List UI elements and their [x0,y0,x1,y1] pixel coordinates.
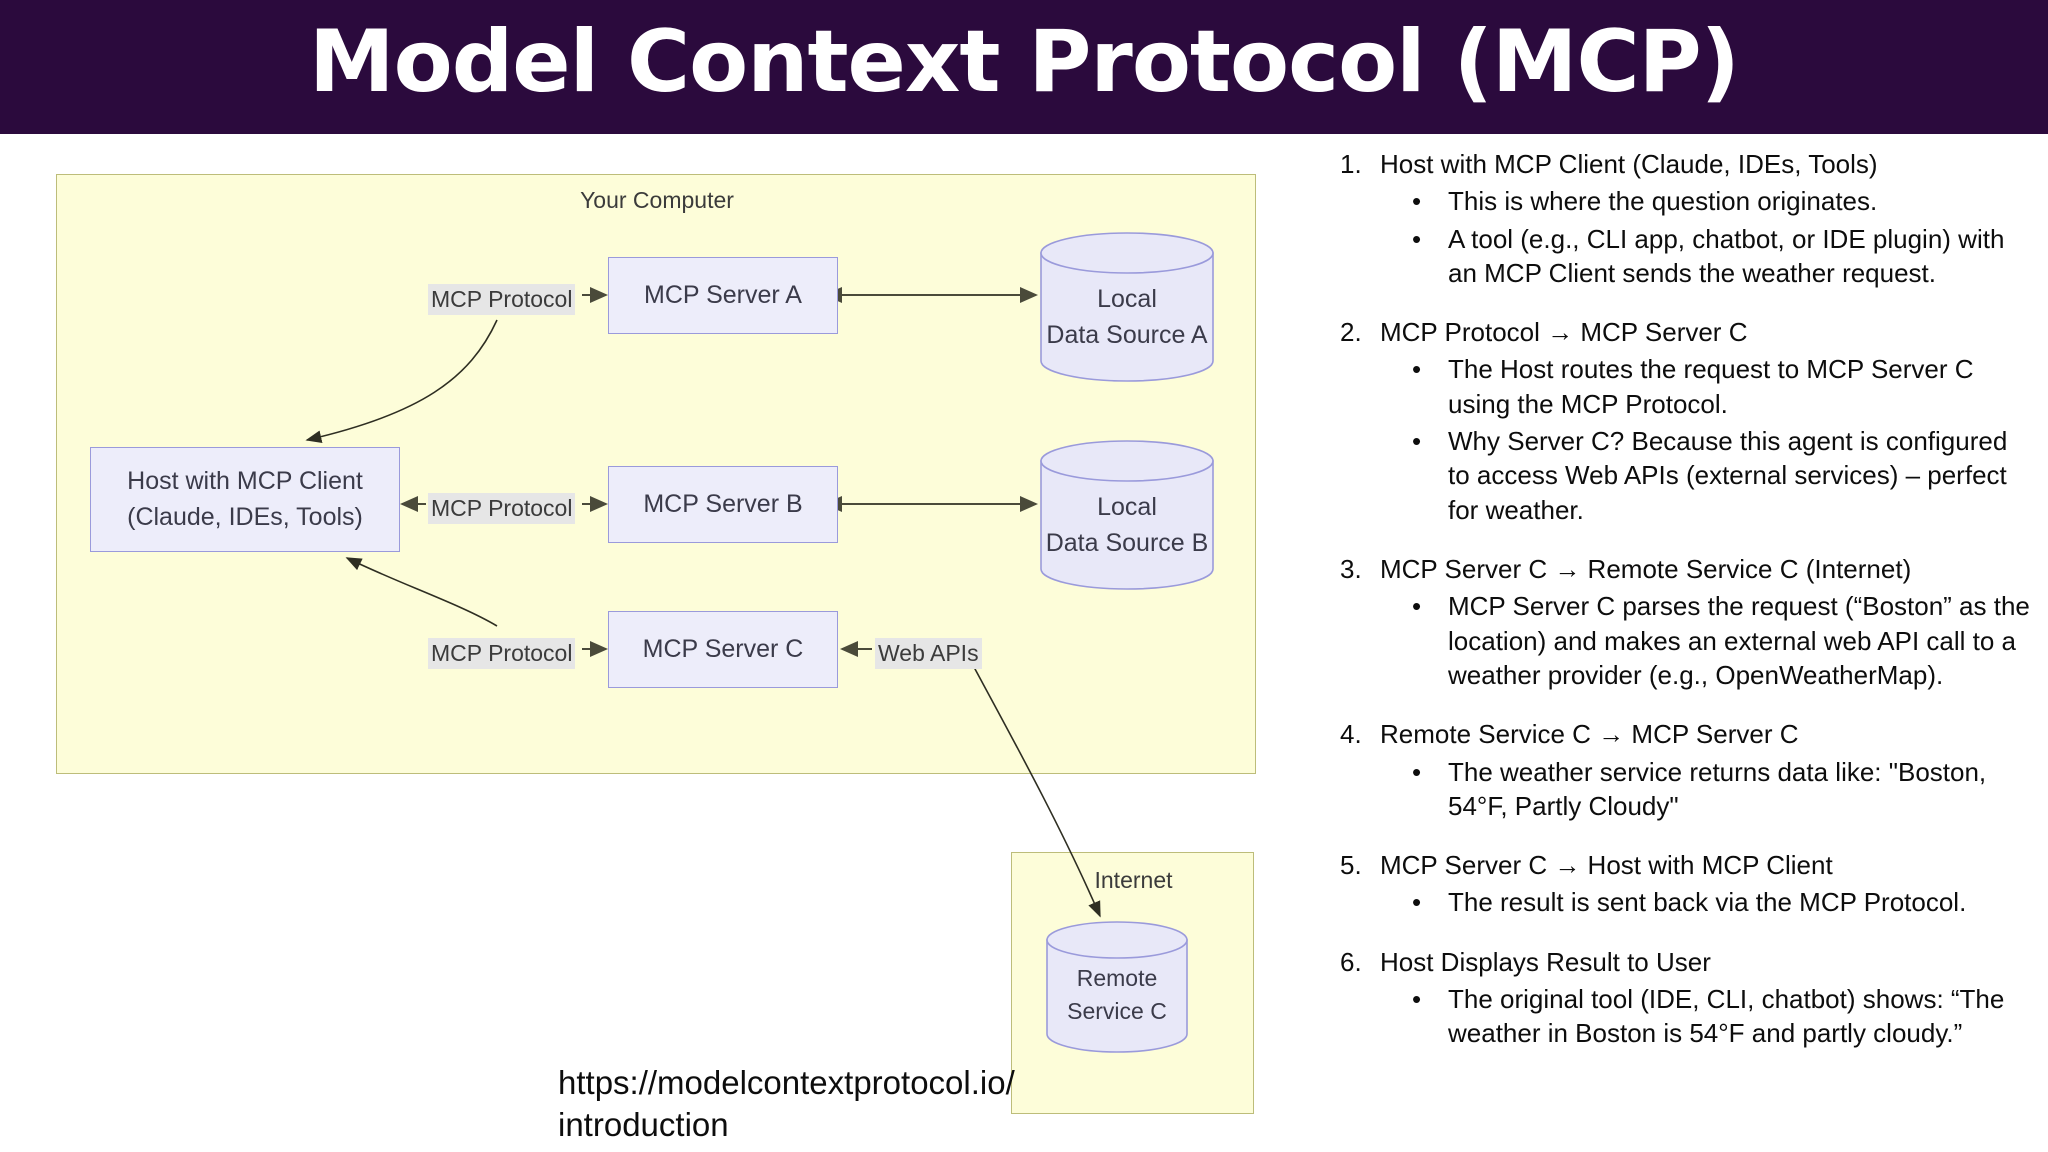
step-bullets: • The original tool (IDE, CLI, chatbot) … [1340,982,2030,1051]
step-number: 3. [1340,554,1362,585]
server-a-label: MCP Server A [644,280,802,309]
step-heading: 6. Host Displays Result to User [1340,946,2030,979]
step-item: 4. Remote Service C → MCP Server C • The… [1340,718,2030,823]
step-bullets: • The Host routes the request to MCP Ser… [1340,352,2030,527]
server-b-label: MCP Server B [643,489,803,518]
bullet-text: This is where the question originates. [1448,186,1878,217]
node-remote-service-c[interactable]: Remote Service C [1044,920,1190,1054]
step-title: Host Displays Result to User [1380,946,1711,977]
step-heading: 2. MCP Protocol → MCP Server C [1340,316,2030,349]
step-item: 5. MCP Server C → Host with MCP Client •… [1340,849,2030,920]
step-title: MCP Server C → Remote Service C (Interne… [1380,554,1912,585]
edge-label-web-apis: Web APIs [875,638,982,669]
data-source-a-line-1: Local [1097,285,1157,313]
cylinder-shape-icon [1040,440,1214,590]
bullet-item: • A tool (e.g., CLI app, chatbot, or IDE… [1340,222,2030,291]
bullet-item: • The Host routes the request to MCP Ser… [1340,352,2030,421]
bullet-dot-icon: • [1412,887,1422,918]
step-item: 6. Host Displays Result to User • The or… [1340,946,2030,1051]
remote-service-c-line-1: Remote [1076,965,1158,991]
server-c-label: MCP Server C [642,634,804,663]
bullet-text: The original tool (IDE, CLI, chatbot) sh… [1448,983,2005,1049]
bullet-item: • The result is sent back via the MCP Pr… [1340,885,2030,919]
step-title: Remote Service C → MCP Server C [1380,719,1799,750]
source-url[interactable]: https://modelcontextprotocol.io/ introdu… [558,1062,1178,1145]
title-bar: Model Context Protocol (MCP) [0,0,2048,134]
node-mcp-server-b[interactable]: MCP Server B [608,466,838,543]
step-number: 6. [1340,946,1362,977]
architecture-diagram: Your Computer Internet [0,134,1290,1114]
bullet-item: • The weather service returns data like:… [1340,755,2030,824]
step-bullets: • The result is sent back via the MCP Pr… [1340,885,2030,919]
bullet-dot-icon: • [1412,756,1422,787]
cylinder-shape-icon [1046,921,1188,1053]
bullet-dot-icon: • [1412,426,1422,457]
step-bullets: • This is where the question originates.… [1340,184,2030,290]
step-item: 2. MCP Protocol → MCP Server C • The Hos… [1340,316,2030,527]
bullet-text: A tool (e.g., CLI app, chatbot, or IDE p… [1448,223,2005,288]
source-url-line-1: https://modelcontextprotocol.io/ [558,1064,1015,1101]
step-item: 1. Host with MCP Client (Claude, IDEs, T… [1340,148,2030,290]
step-heading: 5. MCP Server C → Host with MCP Client [1340,849,2030,882]
bullet-item: • MCP Server C parses the request (“Bost… [1340,589,2030,692]
data-source-b-line-2: Data Source B [1045,529,1209,558]
node-local-data-source-b[interactable]: Local Data Source B [1038,439,1216,591]
host-line-2: (Claude, IDEs, Tools) [127,502,363,531]
bullet-text: Why Server C? Because this agent is conf… [1448,426,2008,525]
edge-label-mcp-protocol-c: MCP Protocol [428,638,576,669]
data-source-a-line-2: Data Source A [1046,321,1208,350]
node-local-data-source-a[interactable]: Local Data Source A [1038,231,1216,383]
bullet-dot-icon: • [1412,983,1422,1014]
source-url-line-2: introduction [558,1105,729,1143]
bullet-dot-icon: • [1412,223,1422,254]
cylinder-shape-icon [1040,232,1214,382]
step-heading: 3. MCP Server C → Remote Service C (Inte… [1340,553,2030,586]
remote-service-c-line-2: Service C [1067,998,1167,1025]
bullet-dot-icon: • [1412,591,1422,622]
edge-label-mcp-protocol-a: MCP Protocol [428,284,576,315]
bullet-item: • Why Server C? Because this agent is co… [1340,424,2030,527]
bullet-item: • The original tool (IDE, CLI, chatbot) … [1340,982,2030,1051]
bullet-dot-icon: • [1412,354,1422,385]
step-number: 1. [1340,149,1362,179]
step-heading: 4. Remote Service C → MCP Server C [1340,718,2030,751]
step-number: 2. [1340,317,1362,348]
step-number: 5. [1340,850,1362,881]
step-title: MCP Protocol → MCP Server C [1380,317,1748,348]
node-mcp-server-a[interactable]: MCP Server A [608,257,838,334]
bullet-text: The result is sent back via the MCP Prot… [1448,887,1967,918]
step-heading: 1. Host with MCP Client (Claude, IDEs, T… [1340,148,2030,181]
host-line-1: Host with MCP Client [127,467,363,495]
bullet-text: The weather service returns data like: "… [1448,756,1987,821]
step-title: MCP Server C → Host with MCP Client [1380,850,1833,881]
step-title: Host with MCP Client (Claude, IDEs, Tool… [1380,149,1878,179]
remote-service-c-label: Remote Service C [1044,962,1190,1029]
bullet-dot-icon: • [1412,186,1422,217]
internet-label: Internet [1094,867,1173,893]
step-bullets: • The weather service returns data like:… [1340,755,2030,824]
bullet-item: • This is where the question originates. [1340,184,2030,218]
step-number: 4. [1340,719,1362,750]
your-computer-label: Your Computer [580,187,734,213]
page-title: Model Context Protocol (MCP) [309,12,1740,112]
step-bullets: • MCP Server C parses the request (“Bost… [1340,589,2030,692]
data-source-b-label: Local Data Source B [1038,489,1216,562]
node-host-with-mcp-client[interactable]: Host with MCP Client (Claude, IDEs, Tool… [90,447,400,552]
bullet-text: MCP Server C parses the request (“Boston… [1448,591,2030,690]
data-source-a-label: Local Data Source A [1038,281,1216,354]
edge-label-mcp-protocol-b: MCP Protocol [428,493,576,524]
node-mcp-server-c[interactable]: MCP Server C [608,611,838,688]
bullet-text: The Host routes the request to MCP Serve… [1448,354,1974,419]
data-source-b-line-1: Local [1097,493,1157,521]
steps-list: 1. Host with MCP Client (Claude, IDEs, T… [1340,148,2030,1077]
step-item: 3. MCP Server C → Remote Service C (Inte… [1340,553,2030,692]
